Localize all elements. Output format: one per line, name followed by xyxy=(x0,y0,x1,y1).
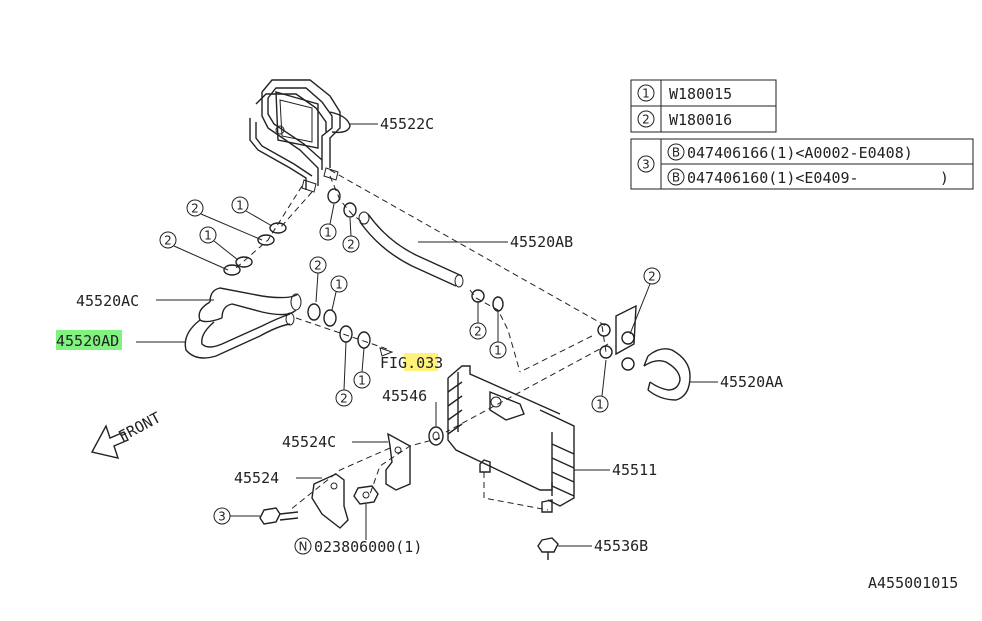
label-45536b: 45536B xyxy=(594,537,648,555)
bracket-45524 xyxy=(311,473,349,529)
legend-ref-2: 2 xyxy=(642,113,650,127)
callout-2: 2 xyxy=(314,259,322,273)
label-45520ab: 45520AB xyxy=(510,233,573,251)
legend-part-w180015: W180015 xyxy=(669,85,732,103)
highlight-part-label xyxy=(56,330,122,350)
legend-part-w180016: W180016 xyxy=(669,111,732,129)
label-45520ac: 45520AC xyxy=(76,292,139,310)
hose-45520ad xyxy=(184,312,295,359)
clamps-upper xyxy=(223,188,504,312)
hose-45520ab xyxy=(358,211,464,288)
diagram-id: A455001015 xyxy=(868,574,958,592)
label-45511: 45511 xyxy=(612,461,657,479)
callout-2: 2 xyxy=(191,202,199,216)
front-label: FRONT xyxy=(115,408,163,445)
hose-45520ac xyxy=(198,287,302,323)
label-45522c: 45522C xyxy=(380,115,434,133)
callouts-top: 1 2 1 2 1 2 2 1 xyxy=(159,196,507,359)
callout-1: 1 xyxy=(335,278,343,292)
hose-45520aa xyxy=(643,348,691,401)
callouts-mid: 2 1 2 1 xyxy=(309,256,371,407)
callout-1: 1 xyxy=(236,199,244,213)
bolt-3 xyxy=(259,507,299,525)
legend-part-047406160: 047406160(1)<E0409- ) xyxy=(687,169,949,187)
callout-1: 1 xyxy=(204,229,212,243)
label-023806000: 023806000(1) xyxy=(314,538,422,556)
label-45520ad: 45520AD xyxy=(56,332,119,350)
callout-2: 2 xyxy=(474,325,482,339)
legend-part-047406166: 047406166(1)<A0002-E0408) xyxy=(687,144,913,162)
grommet-45536b xyxy=(537,537,559,560)
callout-2: 2 xyxy=(340,392,348,406)
callout-1: 1 xyxy=(494,344,502,358)
nut-023806000 xyxy=(353,485,379,505)
label-45546: 45546 xyxy=(382,387,427,405)
legend-ref-1: 1 xyxy=(642,87,650,101)
callout-3: 3 xyxy=(218,510,226,524)
pipe-45522c xyxy=(249,79,351,193)
clamps-mid xyxy=(307,303,371,349)
callout-1: 1 xyxy=(596,398,604,412)
label-45520aa: 45520AA xyxy=(720,373,783,391)
legend-ref-3: 3 xyxy=(642,158,650,172)
washer-45546 xyxy=(428,426,444,446)
clamps-right: 2 1 xyxy=(591,267,661,413)
front-indicator: FRONT xyxy=(90,408,164,459)
legend-table: 1 W180015 2 W180016 3 B 047406166(1)<A00… xyxy=(630,79,974,190)
label-45524: 45524 xyxy=(234,469,279,487)
fig-ref-033: FIG.033 xyxy=(380,354,443,372)
bolt-prefix-2: B xyxy=(672,171,680,185)
callout-1: 1 xyxy=(324,226,332,240)
bracket-45524c xyxy=(385,432,411,491)
bolt-prefix-1: B xyxy=(672,146,680,160)
callout-2: 2 xyxy=(164,234,172,248)
oil-cooler-45511 xyxy=(447,365,575,513)
callout-2: 2 xyxy=(648,270,656,284)
highlight-fig-ref xyxy=(404,353,438,371)
nut-prefix: N xyxy=(299,540,308,554)
callout-1: 1 xyxy=(358,374,366,388)
callout-2: 2 xyxy=(347,238,355,252)
label-45524c: 45524C xyxy=(282,433,336,451)
